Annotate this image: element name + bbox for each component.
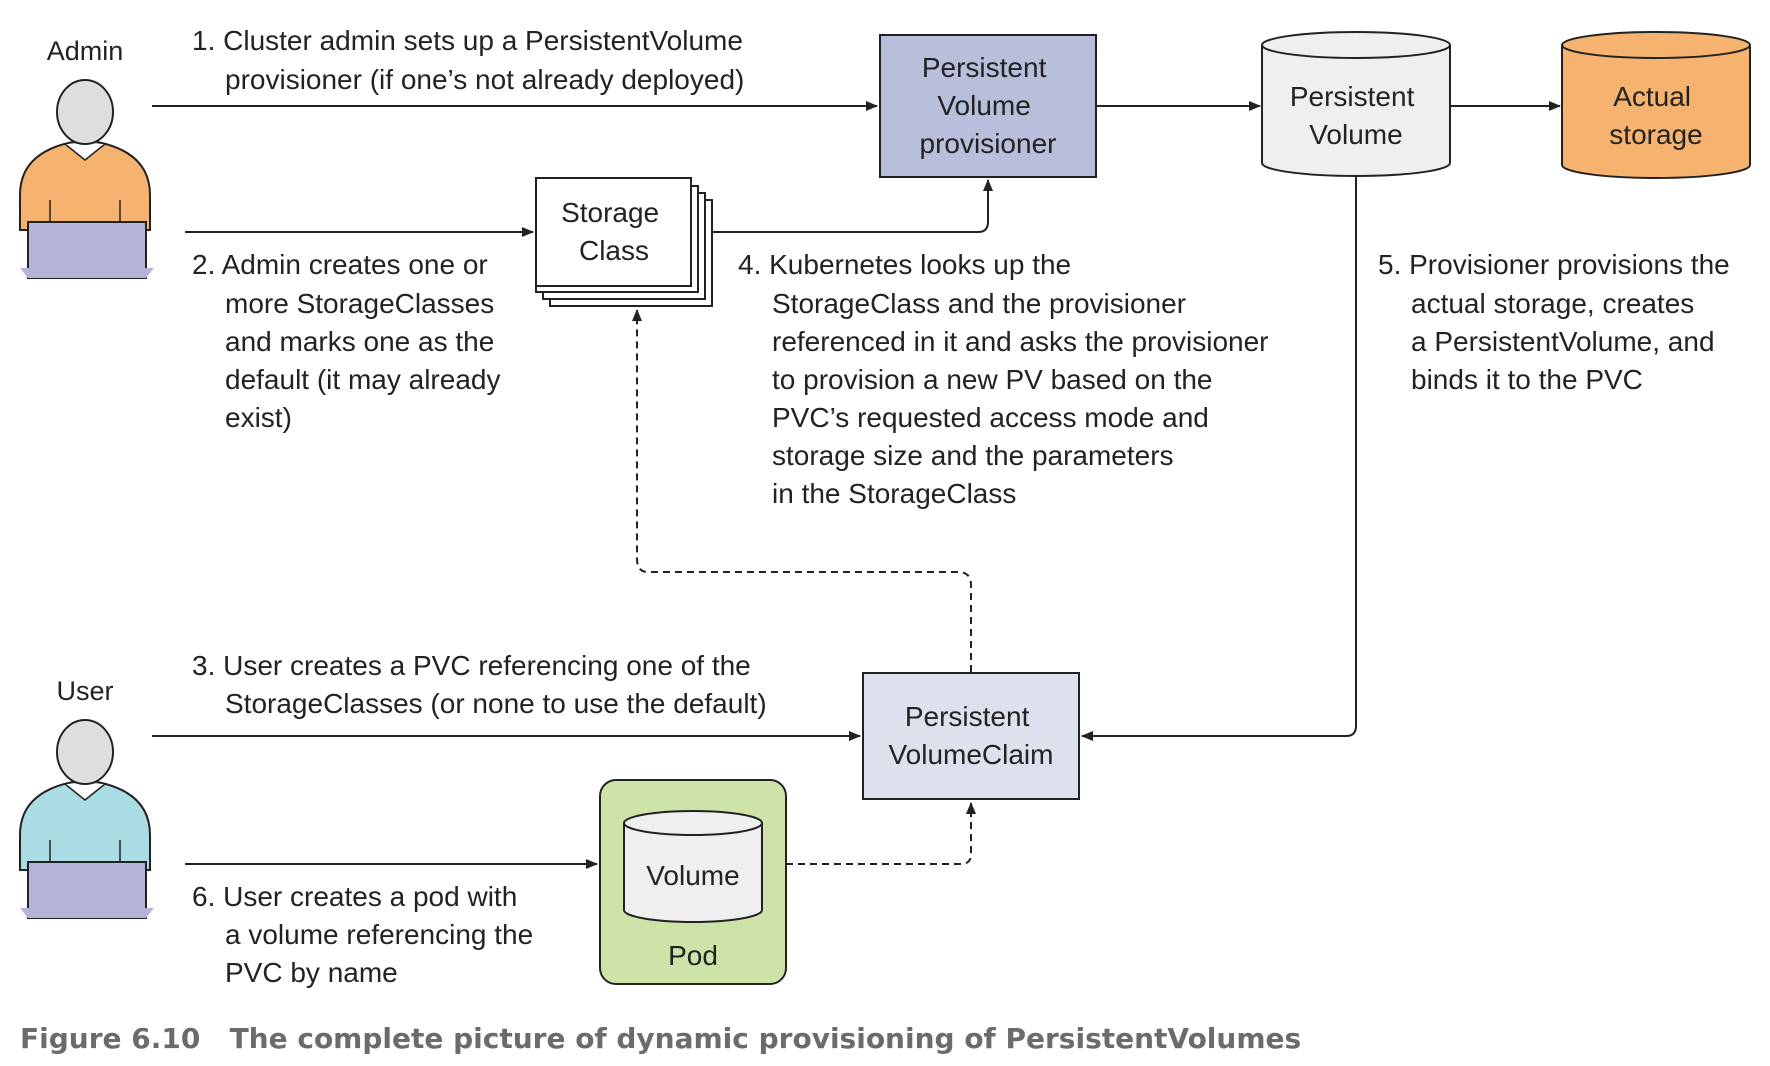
pv-provisioner-box: Persistent Volume provisioner (879, 34, 1097, 178)
pvc-box: Persistent VolumeClaim (862, 672, 1080, 800)
step6-text: 6. User creates a pod with a volume refe… (192, 881, 541, 988)
volume-cylinder: Volume (623, 810, 763, 923)
figure-caption: Figure 6.10 The complete picture of dyna… (20, 1022, 1301, 1055)
admin-laptop-icon (20, 221, 154, 279)
step4-text: 4. Kubernetes looks up the StorageClass … (738, 249, 1276, 509)
dashed-arrow-pvc-to-storageclass (632, 309, 972, 672)
dashed-arrow-volume-to-pvc (762, 802, 976, 865)
step5-text: 5. Provisioner provisions the actual sto… (1378, 249, 1738, 395)
pvc-label: Persistent VolumeClaim (889, 701, 1054, 770)
admin-label: Admin (47, 36, 124, 66)
step1-text: 1. Cluster admin sets up a PersistentVol… (192, 25, 751, 95)
step3-text: 3. User creates a PVC referencing one of… (192, 650, 767, 719)
pod-box: Pod Volume (599, 779, 787, 985)
persistent-volume-label: Persistent Volume (1290, 81, 1422, 150)
user-laptop-icon (20, 861, 154, 919)
admin-head (56, 79, 114, 145)
storage-class-stack: Storage Class (535, 177, 713, 307)
persistent-volume-cylinder: Persistent Volume (1261, 31, 1451, 177)
storage-class-label: Storage Class (561, 197, 667, 266)
admin-person-icon (19, 79, 151, 231)
user-actor: User (19, 676, 154, 919)
step2-text: 2. Admin creates one or more StorageClas… (192, 249, 508, 433)
arrow-storageclass-to-provisioner (712, 179, 993, 233)
volume-label: Volume (646, 860, 739, 891)
user-head (56, 719, 114, 785)
actual-storage-label: Actual storage (1609, 81, 1702, 150)
admin-actor: Admin (19, 36, 154, 279)
actual-storage-cylinder: Actual storage (1561, 31, 1751, 179)
arrow-pv-binds-pvc (1081, 177, 1357, 741)
connectors (152, 101, 1561, 869)
user-person-icon (19, 719, 151, 871)
user-label: User (56, 676, 113, 706)
pod-label: Pod (668, 940, 718, 971)
pv-provisioner-label: Persistent Volume provisioner (920, 52, 1057, 159)
